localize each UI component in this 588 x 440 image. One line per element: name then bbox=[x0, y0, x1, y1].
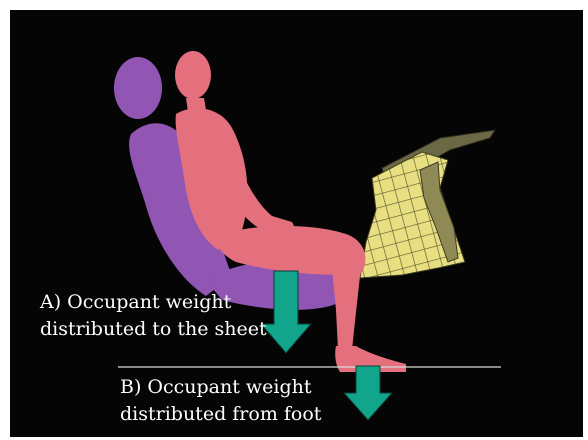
dashboard-mesh bbox=[360, 130, 495, 278]
label-foot-load-line2: distributed from foot bbox=[120, 401, 321, 428]
label-seat-load-line2: distributed to the sheet bbox=[40, 316, 267, 343]
diagram-canvas: A) Occupant weight distributed to the sh… bbox=[10, 10, 583, 437]
arrow-foot-load bbox=[344, 366, 392, 420]
label-seat-load-line1: A) Occupant weight bbox=[40, 289, 267, 316]
label-foot-load: B) Occupant weight distributed from foot bbox=[120, 374, 321, 428]
headrest bbox=[114, 57, 162, 119]
label-foot-load-line1: B) Occupant weight bbox=[120, 374, 321, 401]
label-seat-load: A) Occupant weight distributed to the sh… bbox=[40, 289, 267, 343]
